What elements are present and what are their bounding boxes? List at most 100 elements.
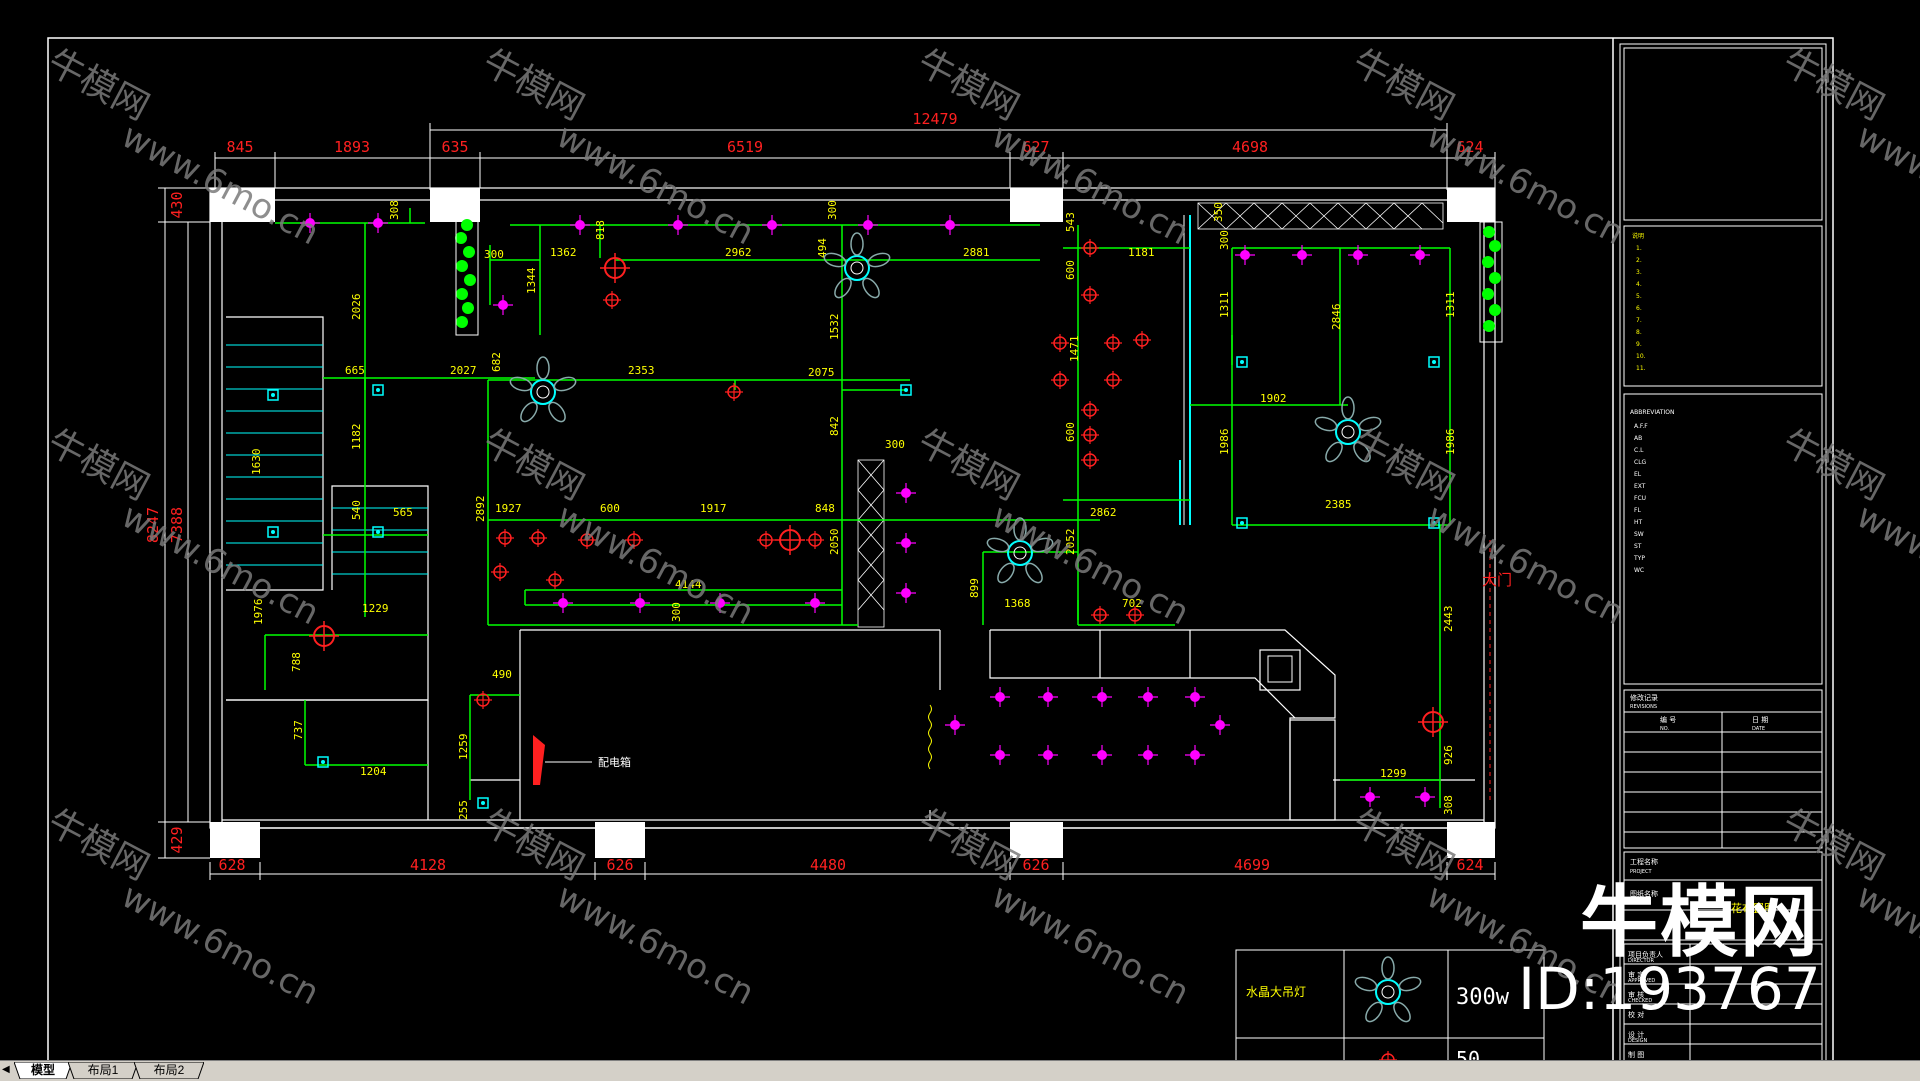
- svg-text:494: 494: [816, 238, 829, 258]
- svg-text:制 图: 制 图: [1628, 1050, 1644, 1059]
- tab-layout1[interactable]: 布局1: [68, 1062, 138, 1079]
- tb-revision-box: [1623, 689, 1823, 849]
- tb-revision-header: 修改记录: [1630, 693, 1658, 702]
- svg-text:1204: 1204: [360, 765, 387, 778]
- svg-text:www.6mo.cn: www.6mo.cn: [550, 496, 760, 633]
- legend-row2-power: 50: [1456, 1047, 1480, 1060]
- downlight-icon: [895, 482, 917, 504]
- svg-text:审 定: 审 定: [1628, 970, 1644, 979]
- svg-text:926: 926: [1442, 745, 1455, 765]
- svg-text:300: 300: [484, 248, 504, 261]
- svg-text:2353: 2353: [628, 364, 655, 377]
- brand-watermark: 牛模网: [1580, 878, 1821, 968]
- svg-text:1976: 1976: [252, 599, 265, 626]
- svg-text:2052: 2052: [1064, 529, 1077, 556]
- svg-text:2892: 2892: [474, 496, 487, 523]
- svg-text:www.6mo.cn: www.6mo.cn: [1850, 496, 1920, 633]
- tb-abbr-text: ABBREVIATION A.F.F AB C.L CLG EL EXT FCU…: [1630, 409, 1674, 574]
- svg-text:日 期: 日 期: [1752, 716, 1768, 724]
- svg-text:DESIGN: DESIGN: [1628, 1038, 1648, 1044]
- tb-note-3: 2.: [1636, 257, 1642, 264]
- downlight-icon: [1137, 686, 1159, 708]
- downlight-icon: [1091, 686, 1113, 708]
- svg-text:2027: 2027: [450, 364, 477, 377]
- grille-spot-icon: [267, 389, 279, 401]
- svg-text:AB: AB: [1634, 435, 1642, 442]
- tb-logo-box: [1623, 47, 1823, 221]
- svg-text:308: 308: [1442, 795, 1455, 815]
- downlight-icon: [629, 592, 651, 614]
- grille-spot-fixtures: [267, 356, 1440, 809]
- svg-text:543: 543: [1064, 212, 1077, 232]
- downlight-icon: [857, 214, 879, 236]
- tb-abbr-box: [1623, 393, 1823, 685]
- tab-shape: [68, 1062, 138, 1079]
- svg-text:1986: 1986: [1444, 429, 1457, 456]
- spotlight-icon: [545, 570, 565, 590]
- tab-layout2[interactable]: 布局2: [134, 1062, 204, 1079]
- chandelier-icon: [507, 356, 579, 426]
- svg-text:2075: 2075: [808, 366, 835, 379]
- tb-note-4: 3.: [1636, 269, 1642, 276]
- tb-sign-text: 项目负责人 审 定 审 核 校 对 设 计 制 图 DIRECTOR APPRO…: [1628, 950, 1663, 1059]
- svg-text:TYP: TYP: [1633, 555, 1645, 562]
- tb-note-10: 9.: [1636, 341, 1642, 348]
- spotlight-icon: [1080, 425, 1100, 445]
- svg-text:624: 624: [1456, 856, 1483, 874]
- downlight-icon: [552, 592, 574, 614]
- svg-text:www.6mo.cn: www.6mo.cn: [1420, 116, 1630, 253]
- svg-text:600: 600: [600, 502, 620, 515]
- grille-spot-icon: [477, 797, 489, 809]
- downlight-icon: [1091, 744, 1113, 766]
- svg-text:1182: 1182: [350, 424, 363, 451]
- spotlight-icon: [495, 528, 515, 548]
- spotlight-icon: [1103, 333, 1123, 353]
- legend-row1-power: 300w: [1456, 985, 1510, 1010]
- dim-overall-top: 12479: [912, 110, 957, 128]
- tab-model[interactable]: 模型: [14, 1062, 72, 1079]
- svg-text:6519: 6519: [727, 138, 763, 156]
- svg-text:1917: 1917: [700, 502, 727, 515]
- tab-scroll-left-icon[interactable]: ◀: [2, 1064, 10, 1075]
- svg-text:430: 430: [168, 191, 186, 218]
- svg-text:1927: 1927: [495, 502, 522, 515]
- spotlight-icon: [308, 620, 340, 652]
- svg-text:DIRECTOR: DIRECTOR: [1628, 958, 1654, 964]
- tb-note-8: 7.: [1636, 317, 1642, 324]
- grille-spot-icon: [267, 526, 279, 538]
- svg-text:设 计: 设 计: [1628, 1030, 1644, 1039]
- svg-text:1368: 1368: [1004, 597, 1031, 610]
- svg-text:CLG: CLG: [1634, 459, 1647, 466]
- legend-row1-label: 水晶大吊灯: [1246, 985, 1306, 999]
- svg-text:490: 490: [492, 668, 512, 681]
- downlight-icon: [569, 214, 591, 236]
- spotlight-icon: [1080, 238, 1100, 258]
- svg-text:FCU: FCU: [1634, 495, 1646, 502]
- svg-text:626: 626: [606, 856, 633, 874]
- downlight-icon: [944, 714, 966, 736]
- grille-spot-icon: [1236, 356, 1248, 368]
- model-id-watermark: ID:193767: [1518, 955, 1821, 1023]
- svg-text:DATE: DATE: [1752, 726, 1765, 732]
- svg-text:牛模网: 牛模网: [41, 42, 156, 129]
- svg-text:788: 788: [290, 652, 303, 672]
- svg-text:SW: SW: [1634, 531, 1644, 538]
- svg-text:4698: 4698: [1232, 138, 1268, 156]
- svg-text:HT: HT: [1634, 519, 1643, 526]
- downlight-icon: [989, 744, 1011, 766]
- walls: [209, 187, 1496, 829]
- tab-model-label: 模型: [30, 1063, 55, 1077]
- tab-layout2-label: 布局2: [153, 1063, 185, 1077]
- tb-project-text: 工程名称 PROJECT 图纸名称 天花布置图: [1630, 857, 1775, 915]
- chandelier-icon: [821, 232, 893, 302]
- spotlight-icon: [1050, 333, 1070, 353]
- spotlight-icon: [1103, 370, 1123, 390]
- svg-text:2026: 2026: [350, 294, 363, 321]
- svg-text:审 核: 审 核: [1628, 990, 1644, 999]
- svg-text:842: 842: [828, 416, 841, 436]
- svg-text:540: 540: [350, 500, 363, 520]
- svg-text:635: 635: [441, 138, 468, 156]
- svg-text:627: 627: [1022, 138, 1049, 156]
- svg-text:编 号: 编 号: [1660, 715, 1676, 724]
